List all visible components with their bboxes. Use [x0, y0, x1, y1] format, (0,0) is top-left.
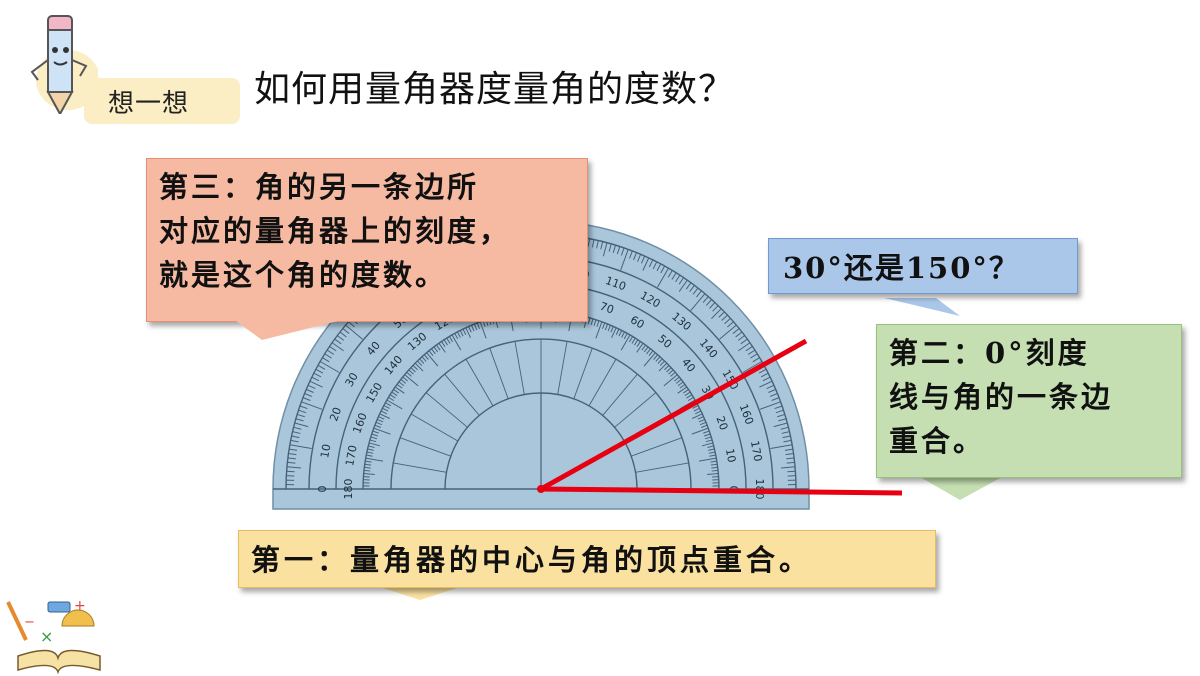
svg-text:−: − [24, 615, 35, 630]
think-badge: 想一想 [22, 30, 220, 126]
callout-question: 30°还是150°？ [768, 238, 1078, 294]
callout-step1: 第一：量角器的中心与角的顶点重合。 [238, 530, 936, 588]
protractor-inner-label: 180 [342, 479, 355, 500]
books-stationery-icon: + × − [4, 596, 114, 676]
callout-step2-line3: 重合。 [889, 419, 1169, 463]
callout-step2-line2: 线与角的一条边 [889, 375, 1169, 419]
angle-vertex [537, 485, 545, 493]
protractor-outer-label: 10 [318, 443, 333, 459]
svg-text:×: × [40, 627, 53, 646]
callout-step3-line3: 就是这个角的度数。 [159, 253, 575, 297]
callout-step3-line1: 第三：角的另一条边所 [159, 165, 575, 209]
protractor-tick-inner [364, 470, 370, 471]
protractor-outer-label: 0 [316, 486, 329, 493]
callout-step2: 第二：0°刻度 线与角的一条边 重合。 [876, 324, 1182, 478]
protractor-tick [287, 471, 295, 472]
callout-step3: 第三：角的另一条边所 对应的量角器上的刻度， 就是这个角的度数。 [146, 158, 588, 322]
callout-step3-line2: 对应的量角器上的刻度， [159, 209, 575, 253]
protractor-tick-inner [712, 470, 718, 471]
protractor-inner-label: 10 [723, 448, 738, 464]
badge-label: 想一想 [108, 83, 189, 120]
callout-step2-line1: 第二：0°刻度 [889, 331, 1169, 375]
page-title: 如何用量角器度量角的度数？ [254, 60, 735, 112]
protractor-tick [787, 471, 795, 472]
